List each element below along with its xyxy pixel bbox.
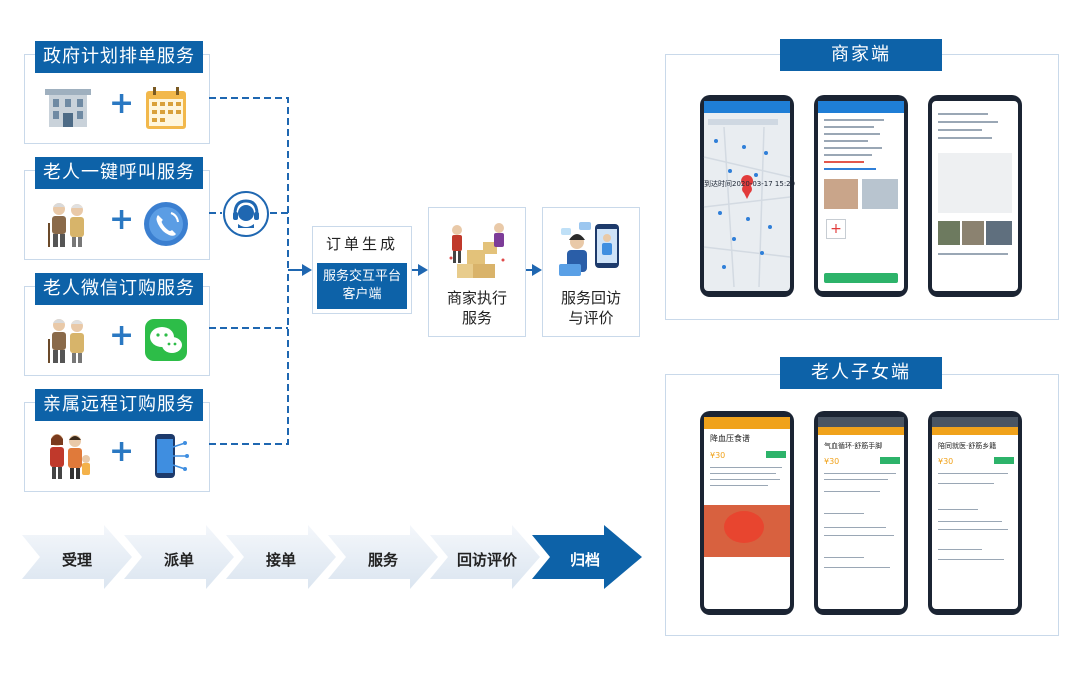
process-step-shape	[430, 525, 540, 589]
add-photo-icon: +	[826, 219, 846, 239]
service-title: 亲属远程订购服务	[35, 389, 203, 421]
service-feedback-label: 服务回访 与评价	[543, 288, 639, 328]
feedback-label-line1: 服务回访	[560, 289, 621, 307]
family-phone-hospital-escort: 陪同就医·舒筋乡籍 ¥30	[928, 411, 1022, 615]
arrow-head	[302, 264, 312, 276]
merchant-panel: 商家端 到达时间2020-03-17 15:29	[665, 39, 1059, 320]
smartphone-icon	[155, 434, 189, 478]
phone-call-icon	[144, 202, 188, 246]
service-feedback-box: 服务回访 与评价	[542, 207, 640, 337]
service-price: ¥30	[824, 457, 840, 466]
service-card-one-key-call: 老人一键呼叫服务 +	[24, 157, 210, 260]
merchant-phone-order-detail: +	[814, 95, 908, 297]
calendar-icon	[146, 87, 186, 129]
merchant-panel-title: 商家端	[780, 39, 942, 71]
family-phone-recipe: 降血压食谱 ¥30	[700, 411, 794, 615]
process-step-shape	[124, 525, 234, 589]
merchant-execution-label: 商家执行 服务	[429, 288, 525, 328]
order-title: 订单生成	[325, 235, 398, 253]
process-step-dispatch: 派单	[163, 551, 194, 569]
process-step-shape	[328, 525, 438, 589]
process-chevrons	[22, 525, 642, 589]
plus-sign: +	[109, 318, 135, 353]
platform-client-badge: 服务交互平台 客户端	[317, 263, 407, 309]
elderly-couple-icon	[48, 319, 84, 363]
family-panel-title: 老人子女端	[780, 357, 942, 389]
service-card-government: 政府计划排单服务 +	[24, 41, 210, 144]
merchant-label-line1: 商家执行	[446, 289, 507, 307]
plus-sign: +	[109, 86, 135, 121]
order-generation-box: 订单生成 服务交互平台 客户端	[312, 226, 412, 314]
service-heading: 气血循环·舒筋手脚	[824, 442, 883, 450]
service-card-wechat: 老人微信订购服务 +	[24, 273, 210, 376]
platform-line1: 服务交互平台	[322, 269, 401, 284]
process-step-service: 服务	[367, 551, 398, 569]
map-arrival-time: 到达时间2020-03-17 15:29	[704, 180, 796, 188]
feedback-label-line2: 与评价	[568, 309, 614, 327]
family-phone-service-detail: 气血循环·舒筋手脚 ¥30	[814, 411, 908, 615]
delivery-workers-icon	[449, 223, 505, 278]
customer-service-phone-icon	[559, 222, 619, 276]
plus-sign: +	[109, 434, 135, 469]
arrow-head	[532, 264, 542, 276]
service-title: 老人微信订购服务	[35, 273, 203, 305]
arrow-head	[418, 264, 428, 276]
merchant-label-line2: 服务	[461, 309, 492, 327]
plus-sign: +	[109, 202, 135, 237]
process-step-final-shape	[532, 525, 642, 589]
merchant-phone-photos	[928, 95, 1022, 297]
headset-support-icon	[223, 191, 269, 237]
family-panel: 老人子女端 降血压食谱 ¥30 气血循环·舒筋手脚 ¥30	[665, 357, 1059, 636]
wechat-icon	[145, 319, 187, 361]
platform-line2: 客户端	[342, 287, 382, 302]
recipe-price: ¥30	[710, 451, 726, 460]
service-card-relatives-remote: 亲属远程订购服务 +	[24, 389, 210, 492]
service-title: 政府计划排单服务	[35, 41, 203, 73]
process-step-shape	[226, 525, 336, 589]
government-building-icon	[45, 89, 91, 127]
process-step-archive: 归档	[569, 551, 600, 569]
process-step-feedback: 回访评价	[456, 551, 517, 569]
process-step-shape	[22, 525, 132, 589]
family-icon	[50, 434, 90, 479]
merchant-phone-map: 到达时间2020-03-17 15:29	[700, 95, 796, 297]
process-step-accept: 受理	[61, 551, 92, 569]
recipe-heading: 降血压食谱	[710, 434, 750, 443]
escort-price: ¥30	[938, 457, 954, 466]
process-step-take-order: 接单	[265, 551, 296, 569]
elderly-couple-icon	[48, 203, 84, 247]
escort-heading: 陪同就医·舒筋乡籍	[938, 442, 997, 450]
service-title: 老人一键呼叫服务	[35, 157, 203, 189]
merchant-execution-box: 商家执行 服务	[428, 207, 526, 337]
